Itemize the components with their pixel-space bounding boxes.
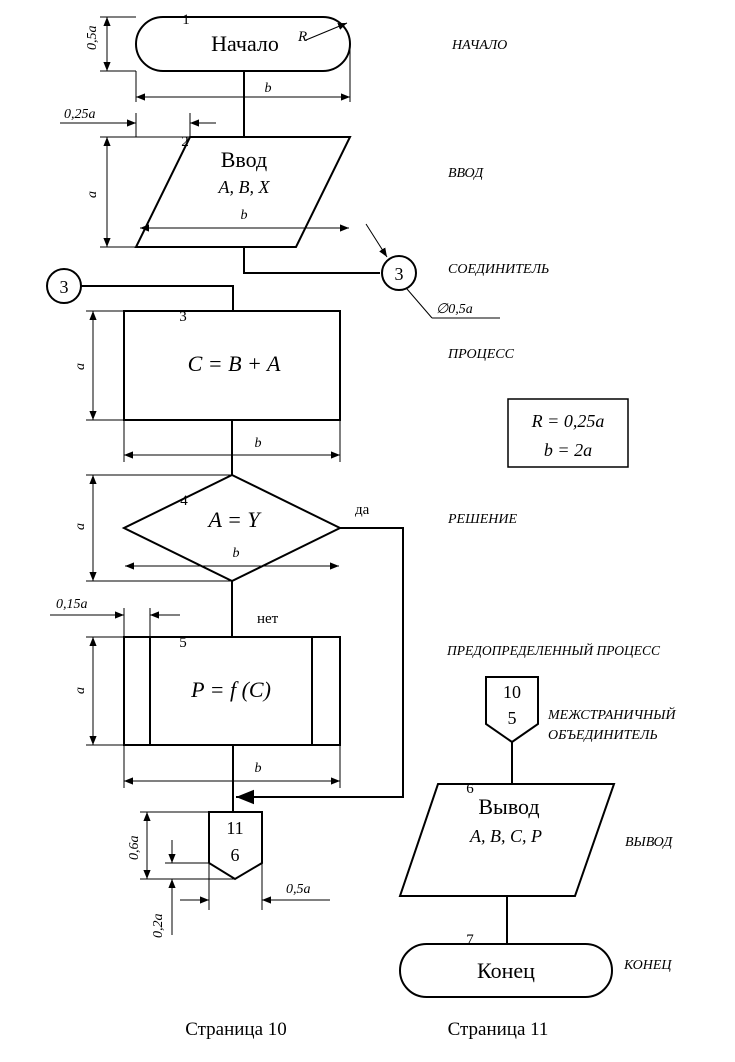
decision-text: A = Y — [206, 507, 262, 532]
legend-process: ПРОЦЕСС — [447, 347, 515, 362]
legend-end: КОНЕЦ — [623, 958, 672, 973]
start-height-dim: 0,5a — [85, 16, 136, 72]
offpage-connector-in: 10 5 — [485, 676, 539, 744]
predefined-height-label: a — [73, 687, 88, 694]
output-title: Вывод — [478, 794, 539, 819]
input-vars: A, B, X — [218, 177, 271, 197]
input-width-label: b — [241, 208, 248, 223]
offpage-bevel-dim: 0,2a — [151, 840, 209, 938]
decision-height-dim: a — [73, 474, 232, 582]
decision-width-label: b — [233, 546, 240, 561]
offpage-in-bottom: 5 — [508, 708, 517, 728]
legend-start: НАЧАЛО — [451, 38, 507, 53]
predefined-height-dim: a — [73, 636, 124, 746]
process-height-dim: a — [73, 310, 124, 421]
offpage-width-dim: 0,5a — [180, 863, 330, 910]
offpage-height-label: 0,6a — [127, 836, 142, 861]
flow-line-connector-3 — [81, 285, 234, 311]
start-label: Начало — [211, 31, 279, 56]
connector-leader — [406, 288, 433, 319]
predefined-block: 5 P = f (C) — [123, 635, 341, 746]
predefined-width-label: b — [255, 761, 262, 776]
legend-predefined: ПРЕДОПРЕДЕЛЕННЫЙ ПРОЦЕСС — [446, 643, 661, 658]
flow-line-to-connector — [243, 247, 380, 274]
start-terminal: Начало 1 R — [135, 12, 351, 72]
input-offset-label: 0,25a — [64, 107, 96, 122]
radius-label: R — [297, 29, 307, 45]
connector-out-label: 3 — [395, 264, 404, 284]
input-title: Ввод — [221, 147, 267, 172]
decision-block: 4 A = Y b да нет — [121, 473, 370, 627]
offpage-connector-out: 11 6 — [208, 811, 263, 881]
offpage-height-dim: 0,6a — [127, 811, 235, 880]
formula-line-2: b = 2a — [544, 440, 592, 460]
connector-out: 3 ∅0,5a — [365, 223, 500, 319]
caption-page-left: Страница 10 — [185, 1019, 287, 1040]
offpage-out-bottom: 6 — [231, 845, 240, 865]
input-number: 2 — [181, 134, 189, 150]
caption-page-right: Страница 11 — [448, 1019, 549, 1040]
input-height-label: a — [85, 191, 100, 198]
connector-in: 3 — [46, 268, 82, 304]
connector-diameter-label: ∅0,5a — [436, 302, 473, 317]
decision-yes-label: да — [355, 502, 370, 518]
output-number: 6 — [466, 781, 474, 797]
input-height-dim: a — [85, 136, 190, 248]
end-terminal: 7 Конец — [399, 932, 613, 998]
legend-offpage-line2: ОБЪЕДИНИТЕЛЬ — [548, 728, 658, 743]
process-block: 3 C = B + A — [123, 309, 341, 421]
formula-box: R = 0,25a b = 2a — [507, 398, 629, 468]
predefined-offset-label: 0,15a — [56, 597, 88, 612]
decision-no-label: нет — [257, 611, 279, 627]
legend-output: ВЫВОД — [625, 835, 673, 850]
legend-input: ВВОД — [448, 166, 484, 181]
flow-line-yes-branch — [236, 527, 404, 805]
output-block: 6 Вывод A, B, C, P — [398, 781, 616, 897]
start-height-label: 0,5a — [85, 26, 100, 51]
formula-line-1: R = 0,25a — [531, 411, 605, 431]
decision-height-label: a — [73, 523, 88, 530]
end-number: 7 — [466, 932, 474, 948]
offpage-width-label: 0,5a — [286, 882, 311, 897]
start-number: 1 — [182, 12, 190, 28]
legend-offpage-line1: МЕЖСТРАНИЧНЫЙ — [547, 706, 676, 723]
predefined-text: P = f (C) — [190, 677, 271, 702]
end-label: Конец — [477, 958, 535, 983]
offpage-out-top: 11 — [226, 818, 243, 838]
connector-in-label: 3 — [60, 277, 69, 297]
output-vars: A, B, C, P — [469, 826, 542, 846]
process-height-label: a — [73, 363, 88, 370]
process-number: 3 — [179, 309, 187, 325]
predefined-offset-dim: 0,15a — [50, 597, 180, 637]
decision-number: 4 — [180, 493, 188, 509]
legend-connector: СОЕДИНИТЕЛЬ — [448, 262, 549, 277]
input-offset-dim: 0,25a — [60, 107, 216, 137]
offpage-in-top: 10 — [503, 682, 521, 702]
radius-arrow — [305, 22, 348, 41]
legend-decision: РЕШЕНИЕ — [447, 512, 517, 527]
predefined-number: 5 — [179, 635, 187, 651]
process-width-label: b — [255, 436, 262, 451]
connector-pointer-arrow — [365, 223, 388, 258]
offpage-bevel-label: 0,2a — [151, 914, 166, 939]
process-text: C = B + A — [188, 351, 281, 376]
start-width-label: b — [265, 81, 272, 96]
input-block: 2 Ввод A, B, X b — [134, 134, 352, 248]
